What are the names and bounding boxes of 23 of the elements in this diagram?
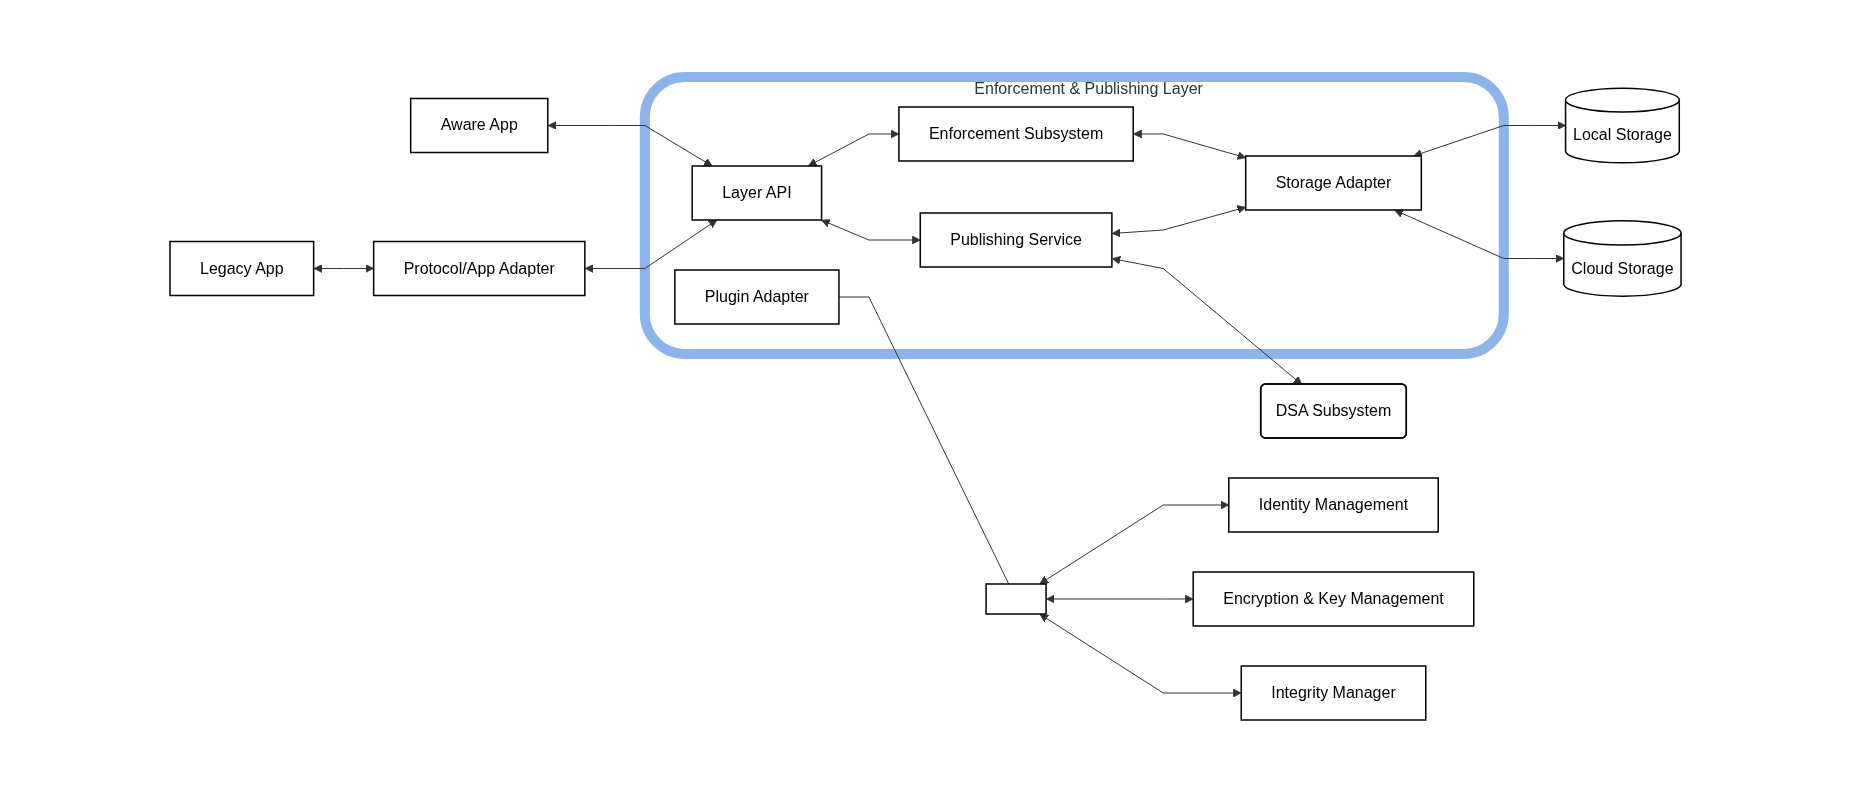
arrow <box>547 120 713 166</box>
node-box: Enforcement Subsystem <box>898 105 1134 162</box>
node-box: Legacy App <box>169 240 315 296</box>
arrow <box>1394 208 1565 263</box>
arrow <box>1111 255 1303 385</box>
arrow <box>1046 594 1194 603</box>
node-box: Integrity Manager <box>1240 664 1427 721</box>
node-box: Identity Management <box>1228 476 1439 533</box>
arrow <box>313 263 374 273</box>
arrow <box>1039 613 1242 697</box>
connector <box>838 296 1010 584</box>
node-box: Protocol/App Adapter <box>372 240 586 296</box>
node-box: Aware App <box>409 97 549 153</box>
arrow <box>584 219 718 273</box>
arrow <box>821 218 921 244</box>
node-box: Publishing Service <box>919 211 1113 268</box>
node-box <box>985 582 1047 615</box>
arrow <box>1111 204 1247 237</box>
node-box: Storage Adapter <box>1244 154 1422 211</box>
node-box: Plugin Adapter <box>674 268 840 325</box>
node-box: Encryption & Key Management <box>1192 570 1475 627</box>
node-box: Layer API <box>691 164 823 221</box>
arrow <box>1413 120 1566 157</box>
